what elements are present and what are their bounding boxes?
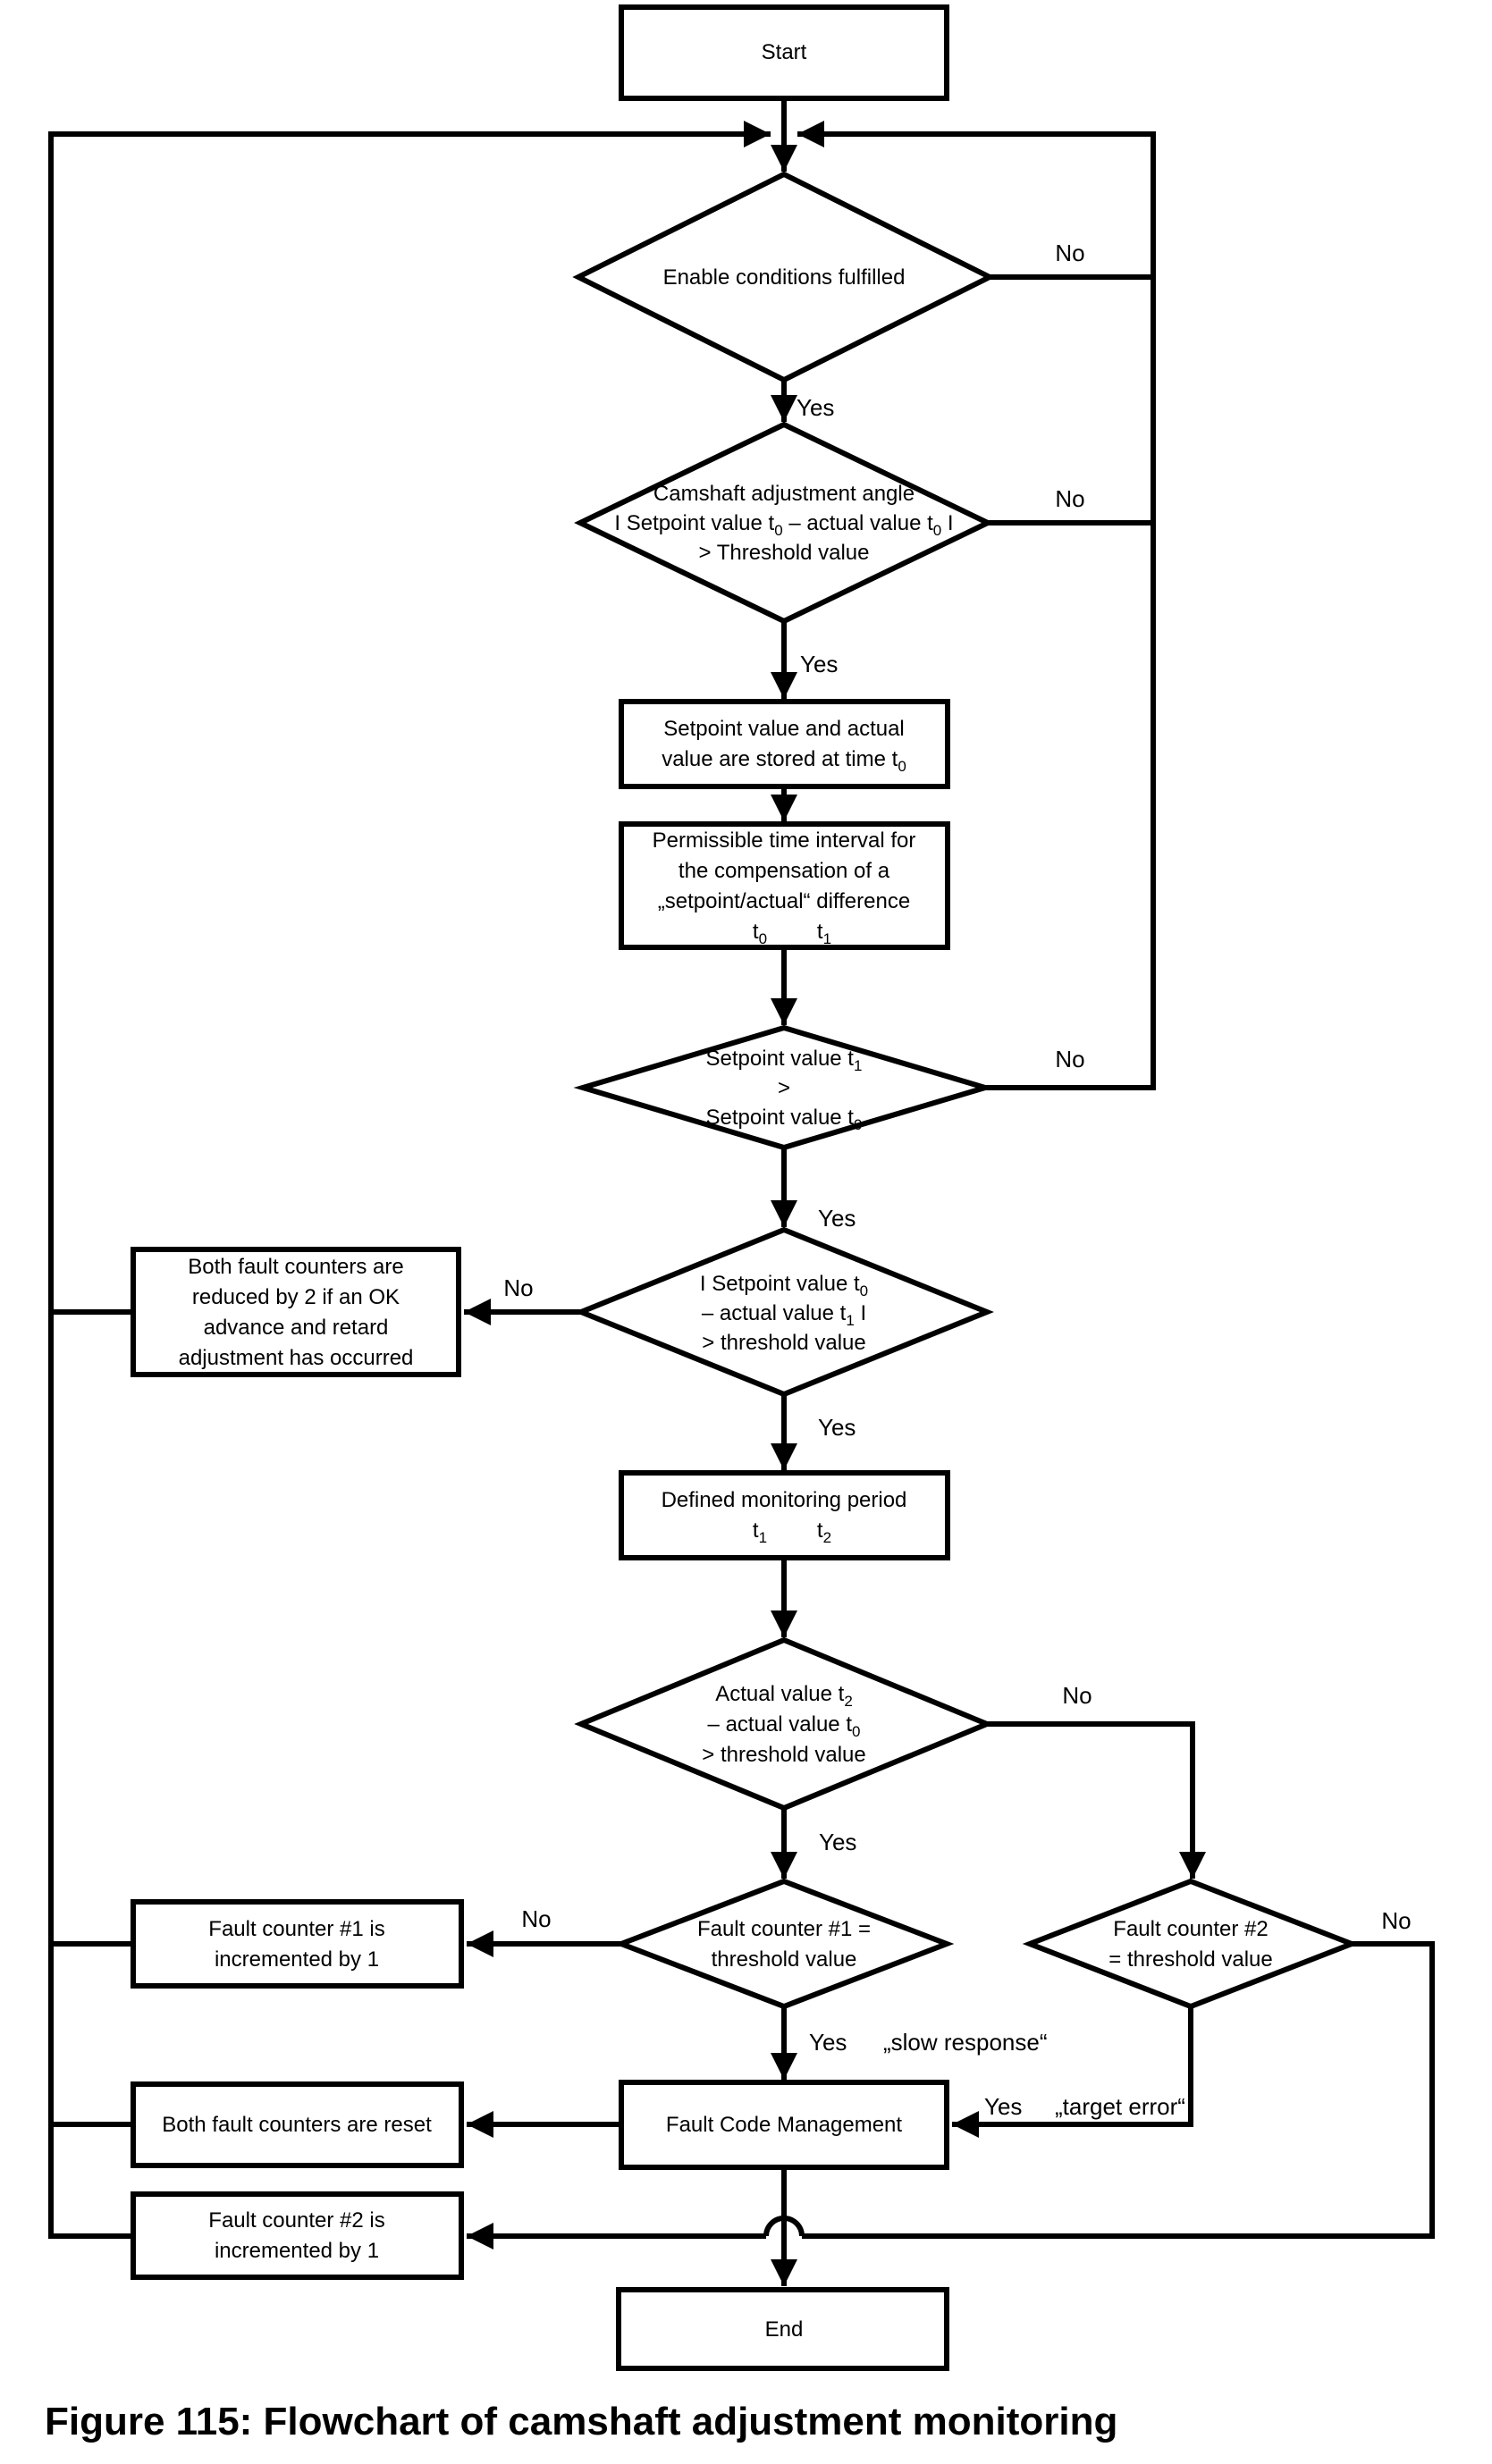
decision-enable-conditions	[572, 171, 996, 383]
process-increment-counter-2	[131, 2191, 464, 2280]
process-inc2-text-1: Fault counter #2 is	[208, 2208, 384, 2233]
decision-angle-text-1: Camshaft adjustment angle	[653, 482, 915, 506]
right-no-rail	[797, 121, 1156, 1090]
start-label: Start	[762, 40, 807, 64]
label-yes-setpoint: Yes	[818, 1205, 856, 1232]
process-monitoring-period	[619, 1470, 950, 1560]
label-no-angle: No	[1055, 485, 1084, 512]
decision-fault-counter-2	[1022, 1878, 1360, 2010]
label-yes-fc2: Yes	[984, 2093, 1022, 2120]
label-target-error: „target error“	[1055, 2093, 1185, 2120]
label-yes-enable: Yes	[797, 394, 834, 421]
label-no-enable: No	[1055, 240, 1084, 266]
decision-setpoint-text-2: >	[778, 1076, 790, 1100]
decision-diff-text-3: > threshold value	[702, 1331, 865, 1355]
process-period-text-1: Defined monitoring period	[662, 1488, 907, 1512]
decision-setpoint-text-1: Setpoint value t1	[706, 1047, 863, 1074]
decision-diff-text-2: – actual value t1 I	[702, 1301, 866, 1329]
label-no-actual: No	[1062, 1682, 1092, 1709]
process-store-values	[619, 699, 950, 789]
label-no-setpoint: No	[1055, 1046, 1084, 1072]
decision-fault-counter-1	[613, 1878, 955, 2010]
label-yes-actual: Yes	[819, 1829, 856, 1855]
label-no-fc2: No	[1381, 1907, 1411, 1934]
process-reset-text: Both fault counters are reset	[162, 2113, 432, 2137]
end-label: End	[765, 2317, 804, 2342]
process-reset-counters	[131, 2081, 464, 2168]
decision-actual-text-1: Actual value t2	[715, 1682, 853, 1710]
start-node	[619, 4, 949, 101]
decision-fc1-text-1: Fault counter #1 =	[697, 1917, 871, 1941]
process-interval-t1: t1	[817, 920, 831, 947]
decision-fc2-text-2: = threshold value	[1108, 1947, 1272, 1972]
process-store-text-2: value are stored at time t0	[662, 747, 906, 775]
process-inc1-text-2: incremented by 1	[215, 1947, 379, 1972]
process-reduce-text-3: advance and retard	[204, 1316, 389, 1340]
process-inc1-text-1: Fault counter #1 is	[208, 1917, 384, 1941]
edge-no-actual	[987, 1721, 1206, 1879]
decision-setpoint-text-3: Setpoint value t0	[706, 1106, 863, 1133]
decision-adjustment-angle	[574, 421, 994, 625]
process-reduce-text-2: reduced by 2 if an OK	[192, 1285, 400, 1309]
label-no-diff: No	[503, 1274, 533, 1301]
process-reduce-text-1: Both fault counters are	[188, 1255, 403, 1279]
decision-angle-text-3: > Threshold value	[698, 541, 869, 565]
label-no-fc1: No	[521, 1905, 551, 1932]
decision-actual-text-3: > threshold value	[702, 1743, 865, 1767]
decision-enable-text: Enable conditions fulfilled	[663, 265, 906, 290]
label-yes-diff: Yes	[818, 1414, 856, 1441]
decision-fc1-text-2: threshold value	[712, 1947, 857, 1972]
decision-fc2-text-1: Fault counter #2	[1113, 1917, 1268, 1941]
edge-yes-fc2	[952, 2006, 1193, 2138]
process-interval-t0: t0	[753, 920, 767, 947]
label-yes-fc1: Yes	[809, 2029, 847, 2056]
decision-actual-text-2: – actual value t0	[708, 1712, 861, 1740]
process-interval-text-1: Permissible time interval for	[653, 828, 916, 853]
process-interval-text-3: „setpoint/actual“ difference	[658, 889, 910, 913]
decision-diff-text-1: I Setpoint value t0	[700, 1272, 868, 1299]
decision-setpoint-actual-diff	[574, 1226, 994, 1398]
decision-setpoint-compare	[573, 1024, 995, 1151]
decision-angle-text-2: I Setpoint value t0 – actual value t0 I	[614, 511, 953, 539]
process-time-interval	[619, 821, 950, 950]
process-fcm-text: Fault Code Management	[666, 2113, 902, 2137]
edge-no-fc2	[802, 1941, 1435, 2239]
figure-caption: Figure 115: Flowchart of camshaft adjust…	[45, 2400, 1117, 2443]
decision-actual-diff	[574, 1636, 994, 1812]
process-period-t1: t1	[753, 1518, 767, 1546]
label-yes-angle: Yes	[800, 651, 838, 677]
label-slow-response: „slow response“	[883, 2029, 1048, 2056]
process-reduce-text-4: adjustment has occurred	[179, 1346, 414, 1370]
process-fault-code-management	[619, 2080, 949, 2170]
process-inc2-text-2: incremented by 1	[215, 2239, 379, 2263]
end-node	[616, 2287, 949, 2371]
process-interval-text-2: the compensation of a	[679, 859, 890, 883]
process-period-t2: t2	[817, 1518, 831, 1546]
process-store-text-1: Setpoint value and actual	[663, 717, 905, 741]
process-reduce-counters	[131, 1247, 461, 1377]
process-increment-counter-1	[131, 1899, 464, 1989]
